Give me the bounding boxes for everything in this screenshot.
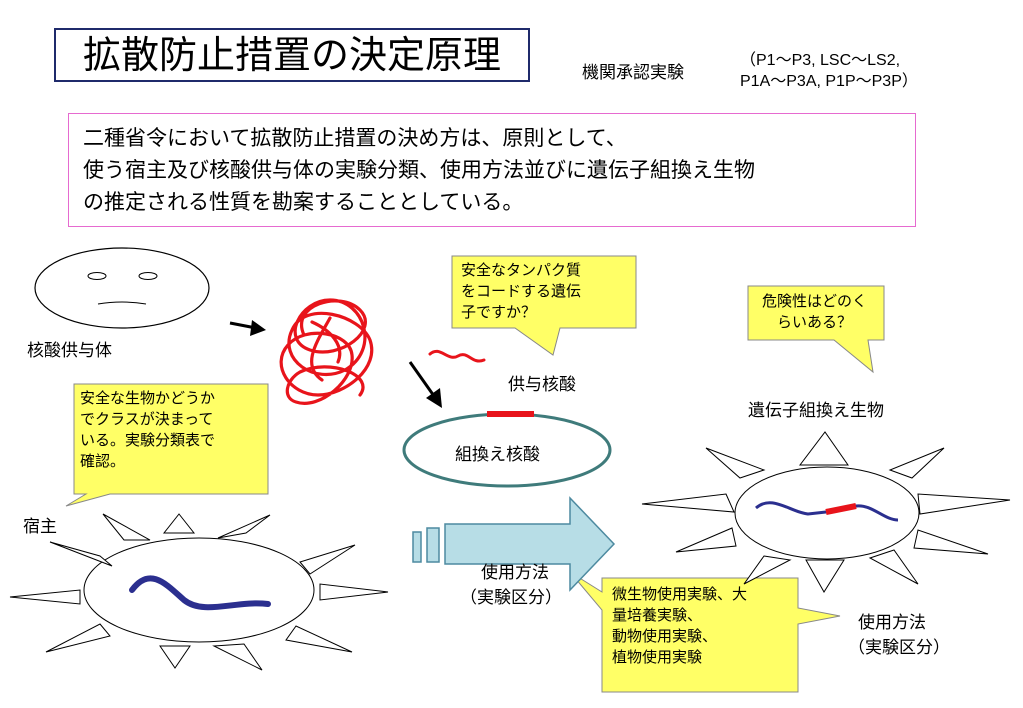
usage-right-label: 使用方法 （実験区分） (848, 608, 950, 658)
gmo-icon (641, 431, 1011, 593)
safe-organism-bubble-shape (65, 383, 269, 507)
experiments-bubble-line: 植物使用実験 (612, 648, 703, 666)
usage-right-label-line2: （実験区分） (848, 638, 950, 658)
intro-box: 二種省令において拡散防止措置の決め方は、原則として、 使う宿主及び核酸供与体の実… (68, 113, 916, 227)
danger-bubble: 危険性はどのく らいある？ (762, 291, 867, 333)
experiments-bubble-line: 量培養実験、 (612, 606, 703, 624)
safe-organism-bubble-line: 確認。 (80, 452, 126, 470)
usage-arrow-icon (412, 496, 616, 592)
plasmid-icon (402, 411, 612, 488)
usage-label-line1: 使用方法 (481, 563, 549, 583)
experiments-bubble-line: 動物使用実験、 (612, 627, 718, 645)
donor-face-icon (34, 247, 210, 329)
subtitle-category: 機関承認実験 (582, 63, 684, 83)
usage-label-line2: （実験区分） (460, 588, 562, 608)
donor-label: 核酸供与体 (27, 341, 112, 361)
protein-bubble-line: をコードする遺伝 (461, 282, 582, 300)
donor-fragment-icon (428, 349, 486, 363)
protein-bubble-shape (451, 255, 637, 356)
experiments-bubble-line: 微生物使用実験、大 (612, 585, 748, 603)
page-title: 拡散防止措置の決定原理 (82, 33, 501, 77)
intro-line: 使う宿主及び核酸供与体の実験分類、使用方法並びに遺伝子組換え生物 (83, 158, 755, 182)
tangled-dna-icon (279, 298, 374, 405)
host-label: 宿主 (23, 517, 57, 537)
subtitle-levels: （P1～P3, LSC～LS2, P1A～P3A, P1P～P3P） (740, 50, 918, 92)
host-organism-icon (9, 513, 389, 671)
safe-organism-bubble: 安全な生物かどうか でクラスが決まって いる。実験分類表で 確認。 (80, 388, 215, 472)
safe-organism-bubble-line: いる。実験分類表で (80, 431, 216, 449)
subtitle-levels-line1: （P1～P3, LSC～LS2, (740, 52, 901, 69)
recombinant-nucleic-acid-label: 組換え核酸 (455, 445, 540, 465)
protein-bubble-line: 安全なタンパク質 (461, 261, 582, 279)
protein-bubble: 安全なタンパク質 をコードする遺伝 子ですか？ (461, 260, 581, 323)
arrow-to-dna-icon (229, 320, 266, 336)
experiments-bubble: 微生物使用実験、大 量培養実験、 動物使用実験、 植物使用実験 (612, 584, 747, 668)
arrow-to-plasmid-icon (408, 361, 442, 408)
intro-line: 二種省令において拡散防止措置の決め方は、原則として、 (83, 126, 627, 150)
intro-line: の推定される性質を勘案することとしている。 (83, 190, 524, 214)
safe-organism-bubble-line: でクラスが決まって (80, 410, 214, 428)
title-box: 拡散防止措置の決定原理 (54, 28, 530, 82)
protein-bubble-line: 子ですか？ (461, 303, 537, 321)
donated-nucleic-acid-label: 供与核酸 (508, 375, 576, 395)
danger-bubble-shape (747, 285, 885, 374)
usage-right-label-line1: 使用方法 (858, 613, 926, 633)
subtitle-levels-line2: P1A～P3A, P1P～P3P） (740, 73, 918, 90)
safe-organism-bubble-line: 安全な生物かどうか (80, 389, 216, 407)
gmo-label: 遺伝子組換え生物 (748, 401, 884, 421)
usage-label: 使用方法 （実験区分） (460, 558, 562, 608)
danger-bubble-line: 危険性はどのく (762, 292, 868, 310)
danger-bubble-line: らいある？ (777, 313, 853, 331)
